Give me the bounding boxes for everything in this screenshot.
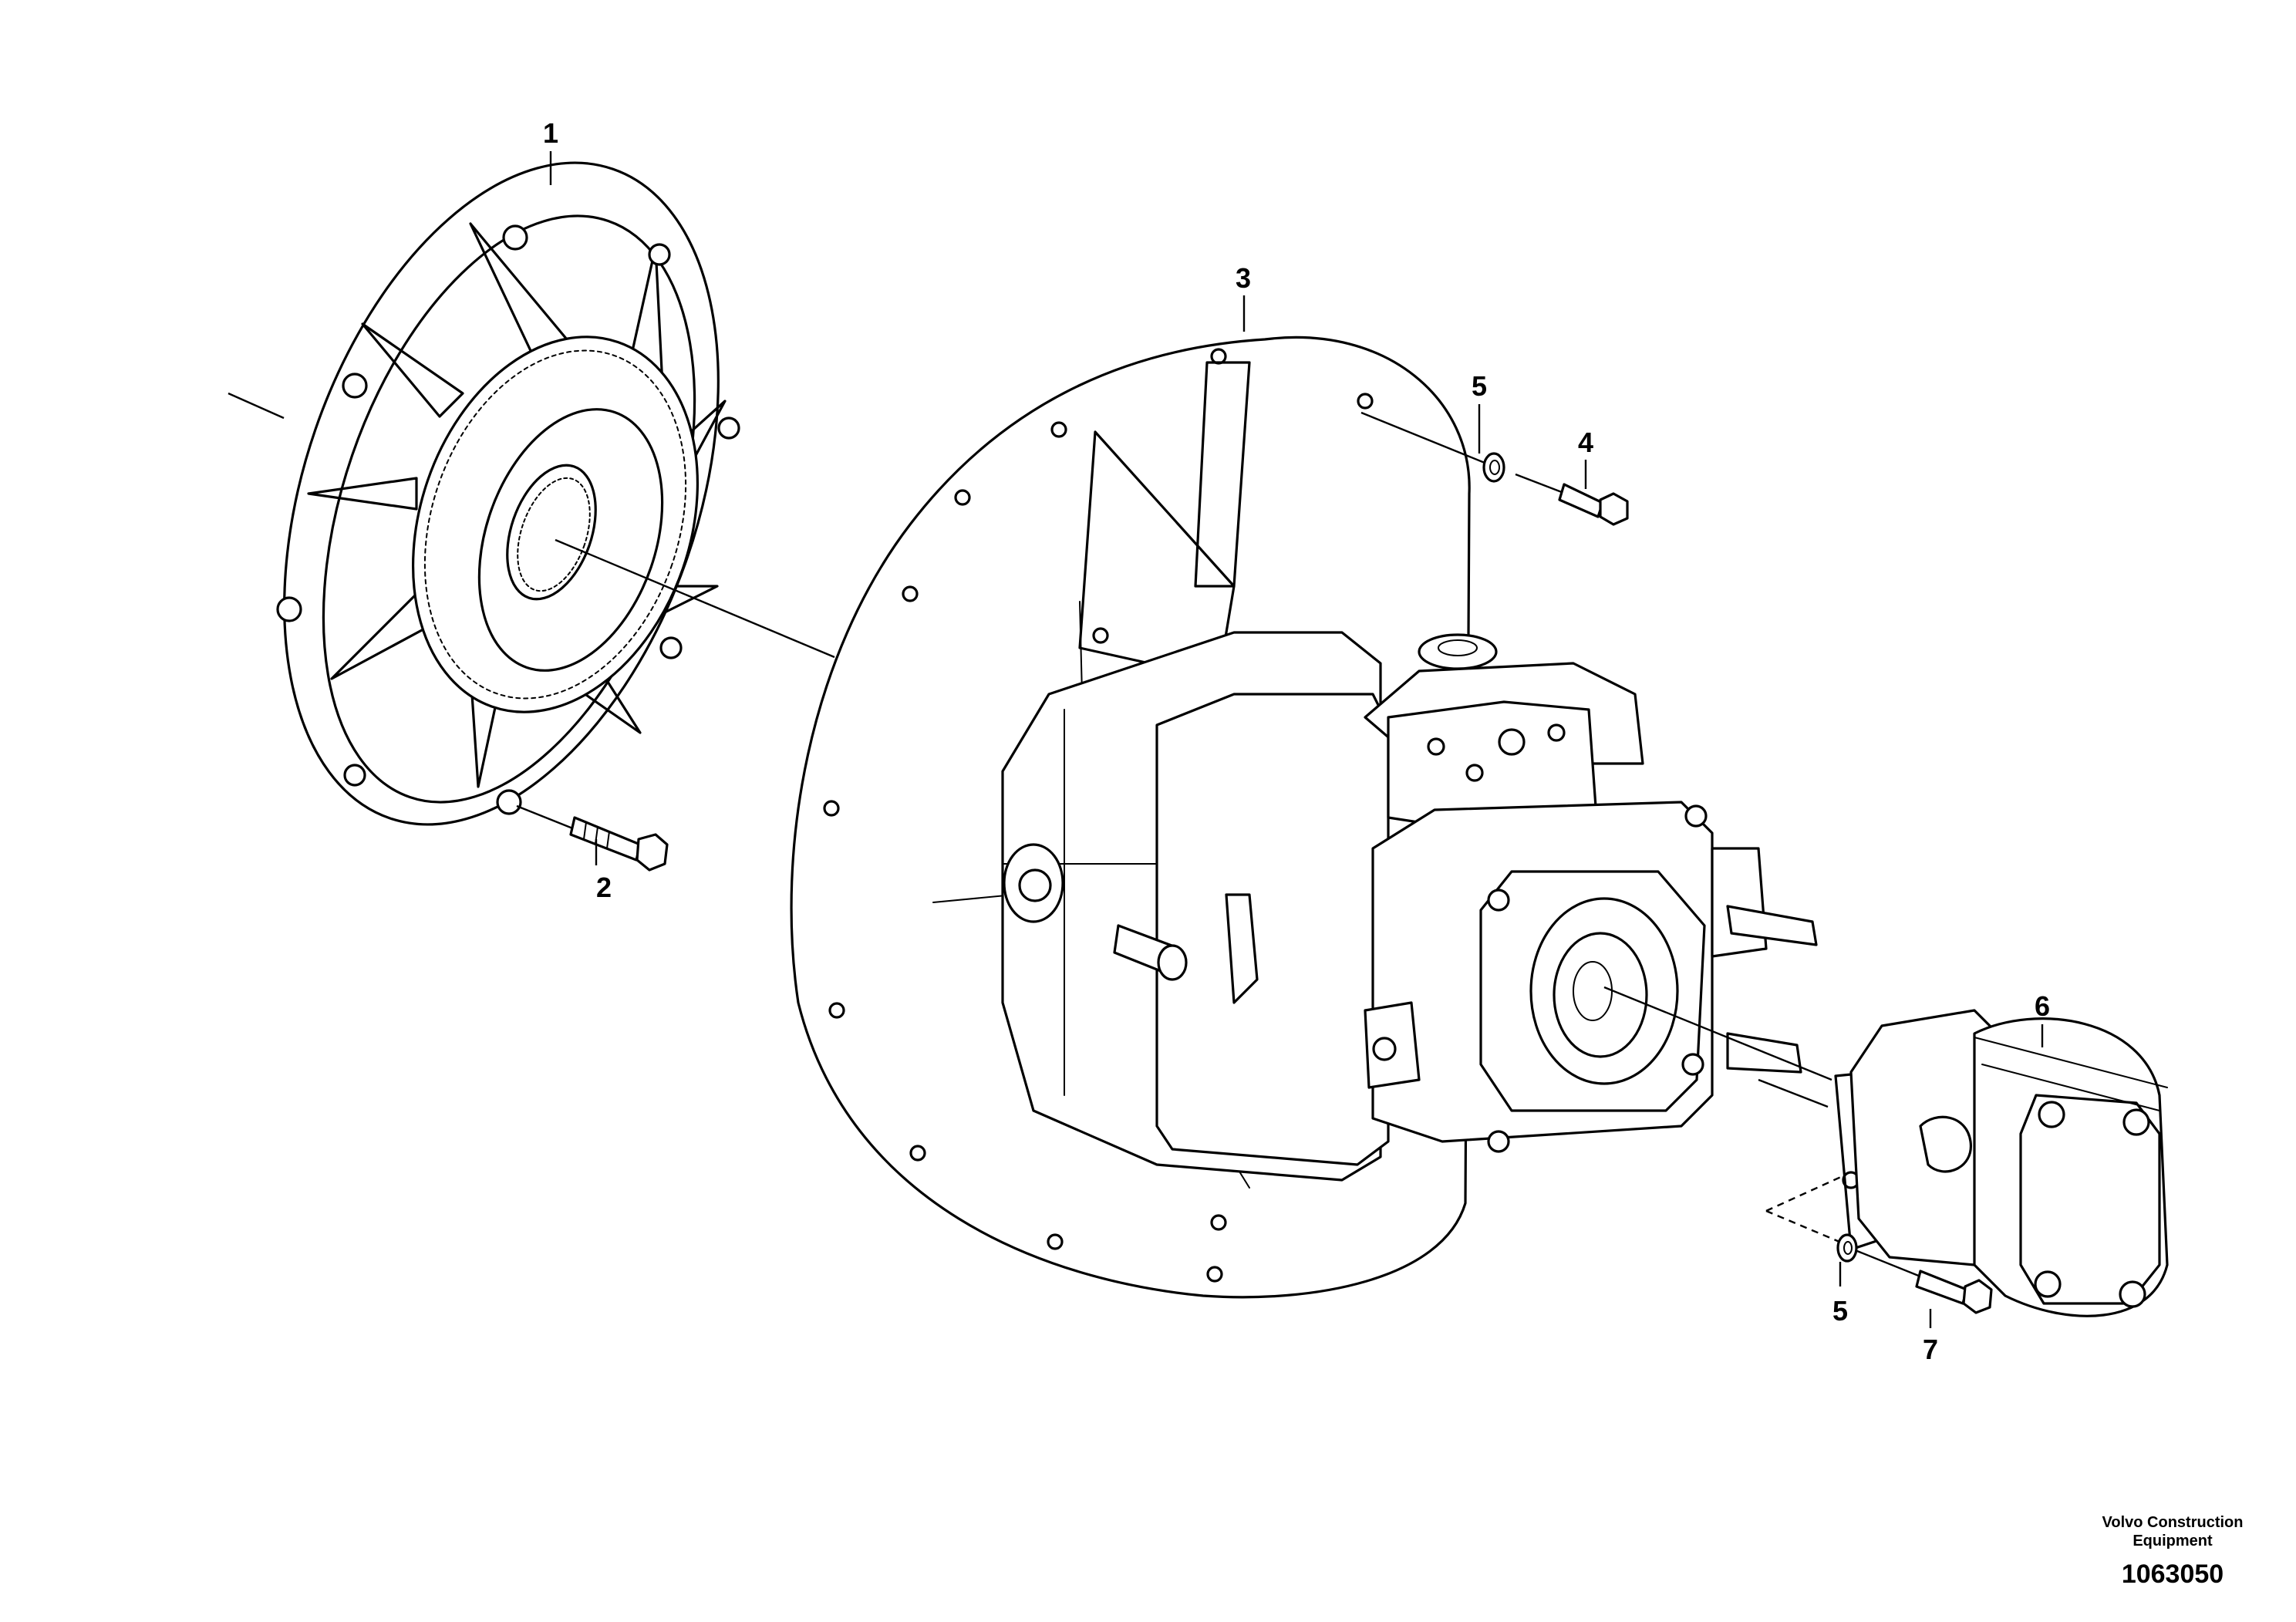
- callout-3: 3: [1236, 262, 1251, 294]
- callout-5-bottom: 5: [1832, 1295, 1848, 1327]
- coupling-flange-part: [228, 161, 835, 826]
- publisher-credit-line1: Volvo Construction: [2102, 1514, 2244, 1531]
- publisher-credit-line2: Equipment: [2132, 1533, 2213, 1549]
- callout-6: 6: [2035, 990, 2050, 1022]
- callout-leaders: [549, 151, 2044, 1328]
- bottom-washer-part: [1765, 1209, 1921, 1278]
- top-bolt-part: [1360, 411, 1629, 526]
- pump-housing-part: [790, 336, 1832, 1299]
- document-number: 1063050: [2122, 1560, 2224, 1589]
- gear-pump-part: [1758, 1009, 2169, 1317]
- callout-2: 2: [596, 872, 612, 903]
- flange-bolt-part: [516, 804, 669, 872]
- callout-4: 4: [1578, 427, 1593, 458]
- callout-7: 7: [1923, 1334, 1938, 1365]
- callout-1: 1: [543, 117, 558, 149]
- bottom-bolt-part: [1915, 1270, 1993, 1314]
- callout-5-top: 5: [1472, 370, 1487, 402]
- top-washer-part: [1482, 452, 1505, 483]
